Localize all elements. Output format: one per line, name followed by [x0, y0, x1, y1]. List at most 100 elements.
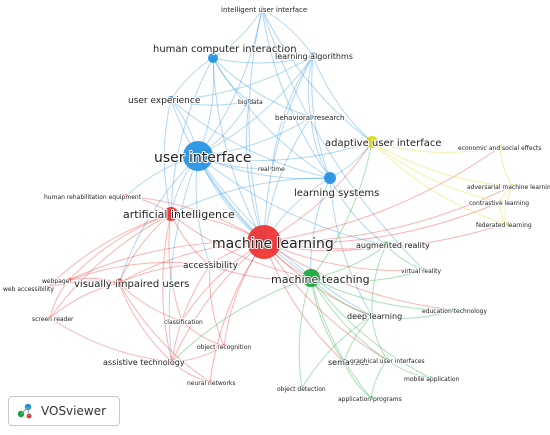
- label-adaptive-user-interface[interactable]: adaptive user interface: [324, 137, 443, 150]
- label-deep-learning[interactable]: deep learning: [346, 311, 403, 322]
- node-object-recognition[interactable]: [222, 344, 226, 348]
- label-intelligent-user-interface[interactable]: intelligent user interface: [220, 5, 308, 15]
- label-federated-learning[interactable]: federated learning: [475, 221, 533, 230]
- node-federated-learning[interactable]: [503, 222, 507, 226]
- node-neural-networks[interactable]: [208, 380, 212, 384]
- node-accessibility[interactable]: [206, 261, 214, 269]
- node-augmented-reality[interactable]: [382, 241, 390, 249]
- node-learning-systems[interactable]: [324, 172, 336, 184]
- label-mobile-application[interactable]: mobile application: [403, 375, 461, 384]
- link: [311, 55, 331, 179]
- label-object-recognition[interactable]: object recognition: [196, 343, 252, 352]
- label-neural-networks[interactable]: neural networks: [186, 379, 237, 388]
- node-education-technology[interactable]: [452, 308, 456, 312]
- node-user-experience[interactable]: [167, 96, 175, 104]
- link: [301, 315, 373, 389]
- label-assistive-technology[interactable]: assistive technology: [102, 357, 186, 368]
- label-virtual-reality[interactable]: virtual reality: [400, 267, 442, 276]
- label-user-experience[interactable]: user experience: [127, 95, 202, 107]
- node-intelligent-user-interface[interactable]: [259, 6, 265, 12]
- node-application-programs[interactable]: [369, 396, 373, 400]
- link: [212, 57, 265, 243]
- link: [212, 57, 250, 102]
- link: [261, 8, 331, 179]
- node-economic-and-social-effects[interactable]: [498, 145, 502, 149]
- label-real-time[interactable]: real time: [257, 165, 286, 174]
- link: [118, 213, 172, 284]
- label-visually-impaired-users[interactable]: visually impaired users: [73, 278, 190, 291]
- link: [68, 241, 265, 281]
- link: [261, 8, 373, 143]
- label-behavioral-research[interactable]: behavioral research: [274, 113, 345, 123]
- label-machine-teaching[interactable]: machine teaching: [270, 272, 371, 287]
- link: [170, 177, 331, 215]
- node-deep-learning[interactable]: [369, 313, 375, 319]
- node-visually-impaired-users[interactable]: [114, 278, 124, 288]
- link: [209, 241, 265, 383]
- node-screen-reader[interactable]: [48, 316, 52, 320]
- link: [263, 55, 314, 243]
- link: [212, 55, 314, 64]
- link: [310, 277, 432, 379]
- node-artificial-intelligence[interactable]: [164, 207, 178, 221]
- node-machine-teaching[interactable]: [302, 269, 320, 287]
- node-human-rehabilitation-equipment[interactable]: [124, 194, 128, 198]
- label-learning-systems[interactable]: learning systems: [293, 187, 380, 200]
- label-contrastive-learning[interactable]: contrastive learning: [468, 199, 530, 208]
- node-mobile-application[interactable]: [429, 376, 433, 380]
- link: [197, 8, 263, 157]
- link: [263, 241, 455, 311]
- link: [310, 277, 345, 363]
- node-assistive-technology[interactable]: [169, 359, 175, 365]
- node-learning-algorithms[interactable]: [309, 52, 317, 60]
- label-webpage[interactable]: webpage: [41, 277, 71, 286]
- vosviewer-logo-icon: [17, 403, 32, 419]
- node-contrastive-learning[interactable]: [498, 200, 502, 204]
- label-education-technology[interactable]: education technology: [421, 307, 488, 316]
- link: [197, 55, 314, 157]
- node-virtual-reality[interactable]: [422, 268, 426, 272]
- label-accessibility[interactable]: accessibility: [182, 260, 240, 272]
- node-big-data[interactable]: [247, 99, 251, 103]
- label-application-programs[interactable]: application programs: [337, 395, 403, 404]
- link: [504, 185, 513, 225]
- link: [68, 213, 172, 281]
- link: [125, 195, 265, 243]
- link: [49, 317, 173, 363]
- node-webpage[interactable]: [67, 278, 71, 282]
- node-real-time[interactable]: [270, 166, 274, 170]
- label-object-detection[interactable]: object detection: [276, 385, 327, 394]
- label-adversarial-machine-learning[interactable]: adversarial machine learning: [466, 183, 550, 192]
- node-classification[interactable]: [180, 319, 184, 323]
- label-augmented-reality[interactable]: augmented reality: [355, 240, 431, 251]
- node-user-interface[interactable]: [183, 141, 213, 171]
- link: [197, 155, 312, 279]
- node-object-detection[interactable]: [300, 386, 304, 390]
- node-human-computer-interaction[interactable]: [208, 53, 218, 63]
- node-behavioral-research[interactable]: [308, 114, 314, 120]
- label-big-data[interactable]: big data: [237, 98, 264, 107]
- node-adversarial-machine-learning[interactable]: [510, 184, 514, 188]
- label-semantics[interactable]: semantics: [327, 357, 370, 368]
- link: [171, 361, 211, 383]
- label-user-interface[interactable]: user interface: [153, 149, 252, 167]
- label-artificial-intelligence[interactable]: artificial intelligence: [122, 207, 236, 222]
- node-machine-learning[interactable]: [247, 225, 281, 259]
- link: [170, 57, 214, 215]
- node-adaptive-user-interface[interactable]: [366, 136, 378, 148]
- label-machine-learning[interactable]: machine learning: [211, 235, 335, 253]
- node-web-accessibility[interactable]: [45, 286, 49, 290]
- link: [263, 185, 513, 243]
- label-classification[interactable]: classification: [163, 318, 204, 327]
- label-screen-reader[interactable]: screen reader: [31, 315, 75, 324]
- label-web-accessibility[interactable]: web accessibility: [2, 285, 55, 294]
- label-human-computer-interaction[interactable]: human computer interaction: [152, 43, 298, 56]
- link: [263, 141, 373, 243]
- node-graphical-user-interfaces[interactable]: [385, 358, 389, 362]
- label-human-rehabilitation-equipment[interactable]: human rehabilitation equipment: [43, 193, 143, 202]
- label-learning-algorithms[interactable]: learning algorithms: [274, 51, 354, 62]
- link: [168, 213, 183, 322]
- label-graphical-user-interfaces[interactable]: graphical user interfaces: [349, 357, 426, 366]
- label-economic-and-social-effects[interactable]: economic and social effects: [457, 144, 542, 153]
- node-semantics[interactable]: [341, 359, 347, 365]
